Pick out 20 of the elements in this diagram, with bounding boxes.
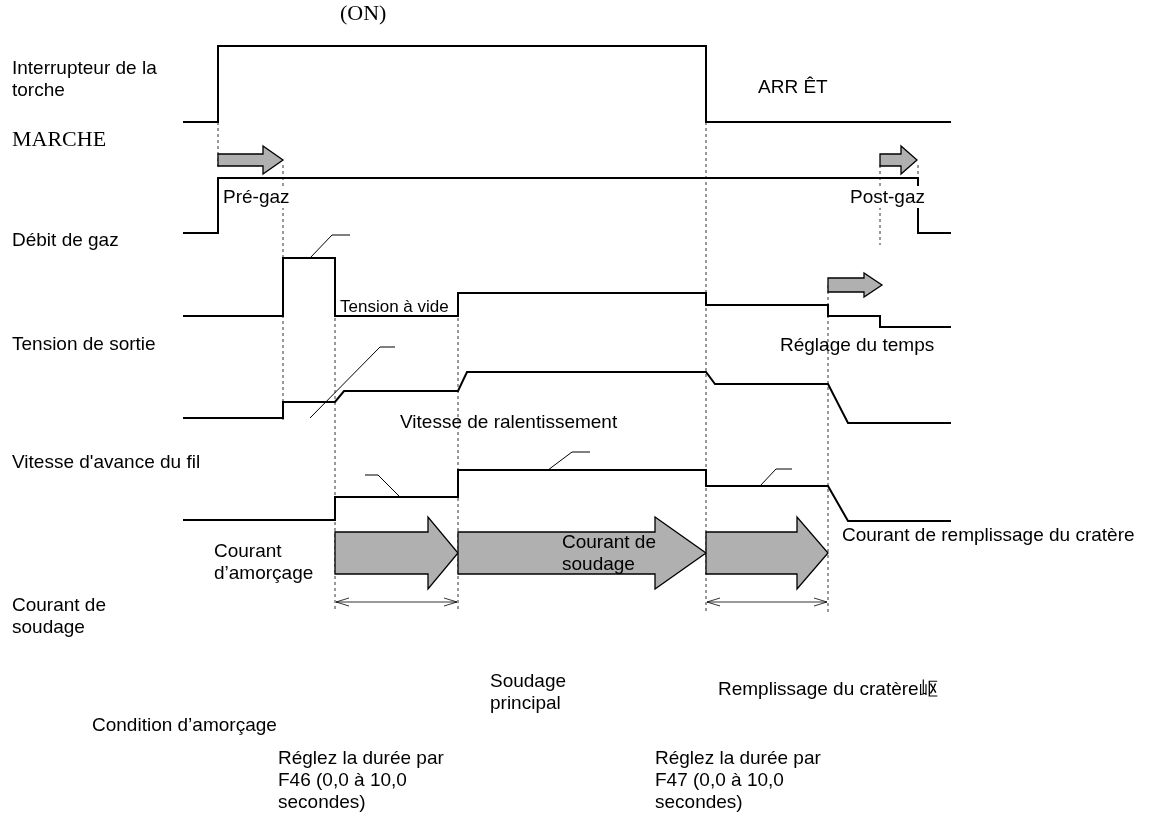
annotation-text: Vitesse de ralentissement bbox=[400, 411, 618, 433]
annotation-text: Réglage du temps bbox=[780, 334, 935, 356]
note-text: Réglez la durée par F47 (0,0 à 10,0 secondes) bbox=[655, 747, 822, 813]
annotation-text: Pré-gaz bbox=[223, 186, 290, 208]
annotation-text: Post-gaz bbox=[850, 186, 925, 208]
state-label: MARCHE bbox=[12, 128, 107, 150]
signal-name: Tension de sortie bbox=[12, 333, 156, 355]
phase-label: Soudage principal bbox=[490, 670, 568, 714]
phase-label: Condition d’amorçage bbox=[92, 714, 277, 736]
state-label: (ON) bbox=[340, 2, 387, 24]
note-text: Réglez la durée par F46 (0,0 à 10,0 secondes) bbox=[278, 747, 445, 813]
annotation-text: Courant de soudage bbox=[562, 531, 657, 575]
signal-name: Courant de soudage bbox=[12, 594, 107, 638]
signal-name: Débit de gaz bbox=[12, 229, 119, 251]
annotation-text: Tension à vide bbox=[340, 296, 449, 318]
state-label: ARR ÊT bbox=[758, 76, 828, 98]
signal-name: Vitesse d'avance du fil bbox=[12, 451, 201, 473]
phase-label: Remplissage du cratère岖 bbox=[718, 678, 938, 700]
signal-name: Interrupteur de la torche bbox=[12, 57, 158, 101]
annotation-text: Courant d’amorçage bbox=[214, 540, 315, 584]
